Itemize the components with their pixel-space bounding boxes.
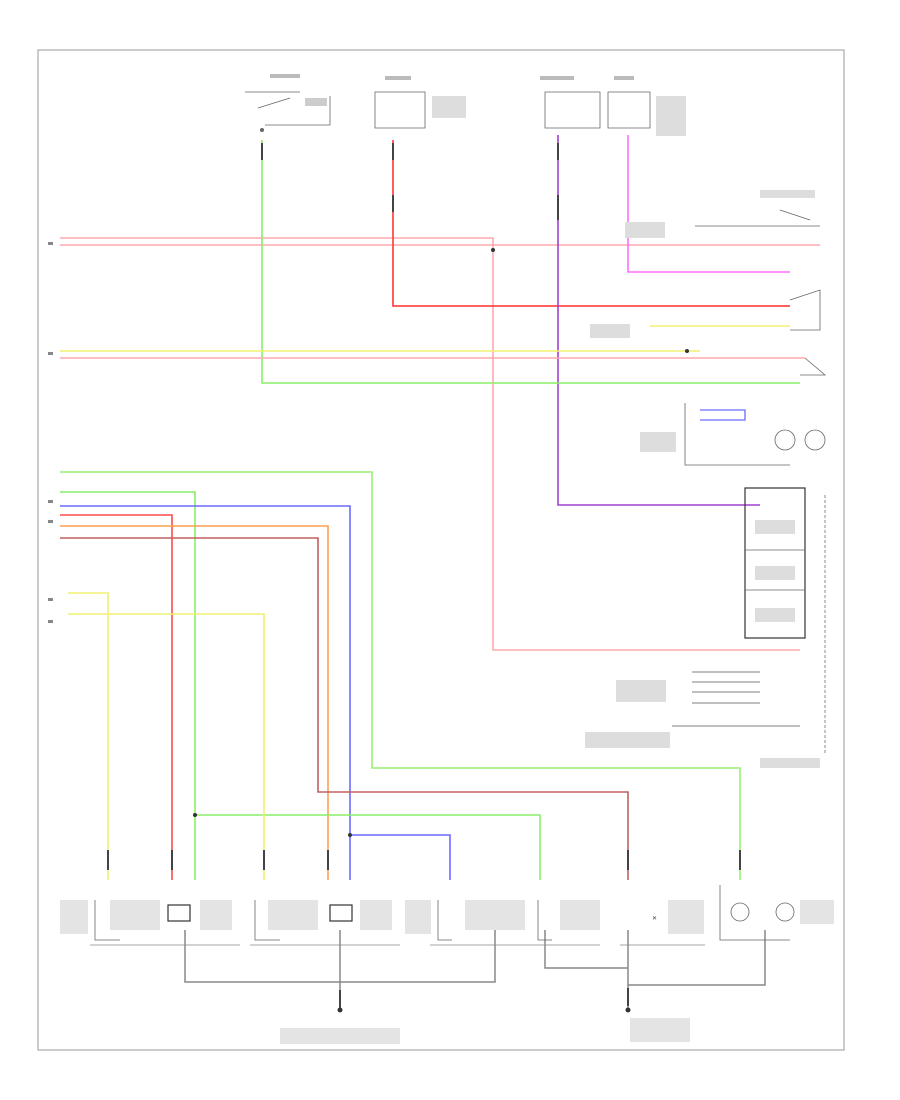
wire-magenta [627,135,790,273]
source-box-1 [245,74,331,132]
combination-switch-dash [760,495,826,768]
side-marker-lamps [405,900,600,946]
wire-green-cross [195,814,541,880]
splice-dot [685,349,689,353]
backup-switch [800,357,827,376]
diagram-frame [37,49,845,1051]
ground-label-left [280,1028,400,1044]
splice-dot [348,833,352,837]
rf-park-lamp [250,900,400,946]
lf-turn-lamp [60,900,120,941]
wire-blue-right [60,505,351,880]
wire-red-left [60,514,173,880]
dimmer-lamp-module [640,403,826,466]
wire-green-left [60,491,196,880]
source-box-2 [374,76,466,129]
wire-purple [557,135,760,506]
wire-orange-right [60,525,329,880]
wire-yellow-left-2 [68,613,265,880]
brake-switch [590,289,821,338]
left-wire-terminals [48,242,53,623]
ground-label-right [630,1018,690,1042]
ground-bus-right [544,930,766,1010]
wire-lightgreen-cluster [60,471,741,880]
splice-dot [193,813,197,817]
wire-red-brake [392,140,790,307]
source-box-4 [607,76,686,136]
splice-dot [337,1007,343,1013]
rear-turn-component: ✕ [620,900,705,946]
wire-yellow-left-1 [68,592,109,880]
turn-flasher-module [744,487,806,639]
wire-pink-bus-1 [60,237,800,651]
cluster-indicator [719,885,834,941]
lamp-outage-inputs [585,671,800,748]
wire-green-backup [261,140,800,384]
splice-dot [625,1007,631,1013]
source-box-3 [540,76,601,129]
lf-park-lamp [90,900,240,946]
wire-blue-cross [350,834,451,880]
wire-brown [60,537,629,880]
splice-dot [491,248,495,252]
svg-text:✕: ✕ [652,915,657,922]
connector-marks [107,143,741,1008]
hazard-switch [625,190,820,238]
